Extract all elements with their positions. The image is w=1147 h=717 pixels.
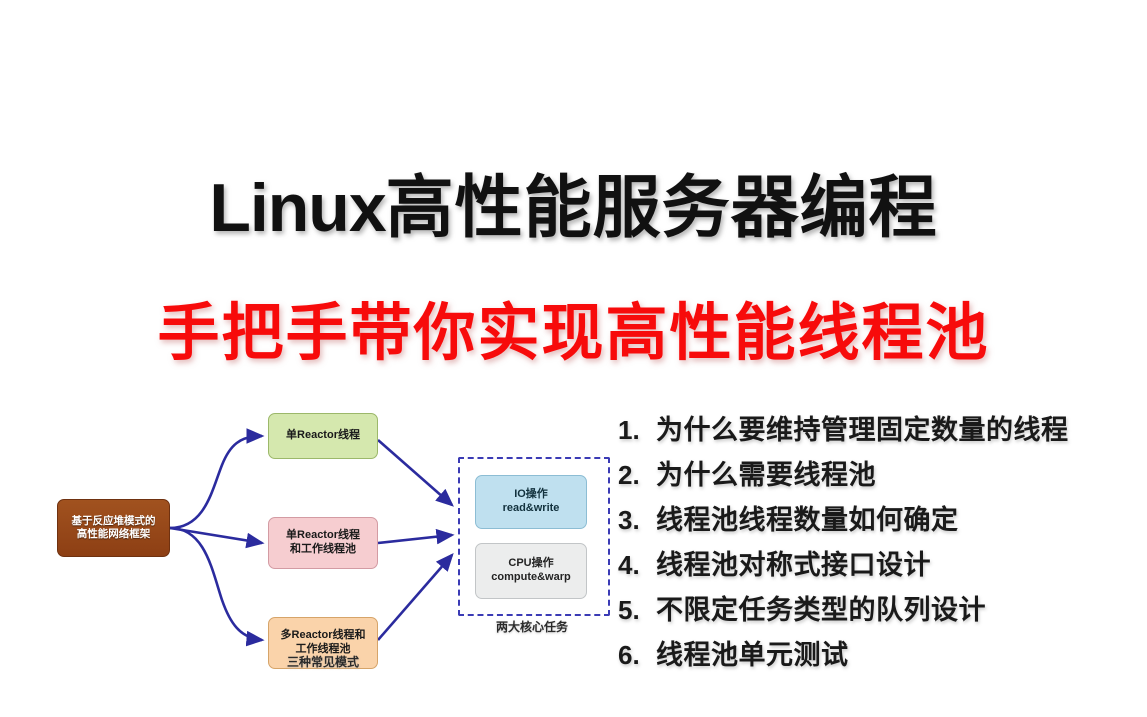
node-single-reactor-worker-pool-line1: 单Reactor线程 <box>286 529 360 542</box>
architecture-diagram: 基于反应堆模式的 高性能网络框架 单Reactor线程 单Reactor线程 和… <box>40 395 620 685</box>
node-io-operation: IO操作 read&write <box>475 475 587 529</box>
node-io-operation-line2: read&write <box>502 502 560 514</box>
core-tasks-group <box>458 457 610 616</box>
list-item-label: 线程池线程数量如何确定 <box>656 505 959 535</box>
node-cpu-operation-line2: compute&warp <box>491 571 571 583</box>
node-multi-reactor-worker-pool-line2: 工作线程池 <box>295 643 351 655</box>
list-item-number: 5. <box>618 595 640 625</box>
list-item: 2. 为什么需要线程池 <box>618 453 1138 498</box>
node-io-operation-line1: IO操作 <box>514 488 548 501</box>
node-single-reactor-thread: 单Reactor线程 <box>268 413 378 459</box>
list-item: 5. 不限定任务类型的队列设计 <box>618 588 1138 633</box>
list-item: 6. 线程池单元测试 <box>618 633 1138 678</box>
caption-two-core-tasks: 两大核心任务 <box>495 620 568 634</box>
connector-multi-reactor-pool-to-tasks <box>377 553 454 641</box>
node-multi-reactor-worker-pool: 多Reactor线程和 工作线程池 <box>268 617 378 669</box>
list-item-label: 线程池对称式接口设计 <box>656 550 931 580</box>
list-item-label: 线程池单元测试 <box>656 640 849 670</box>
list-item-number: 4. <box>618 550 640 580</box>
node-cpu-operation-line1: CPU操作 <box>508 557 554 570</box>
connector-single-reactor-to-tasks <box>377 439 454 507</box>
list-item: 3. 线程池线程数量如何确定 <box>618 498 1138 543</box>
caption-three-patterns: 三种常见模式 <box>286 655 359 669</box>
node-single-reactor-worker-pool-line2: 和工作线程池 <box>290 543 356 555</box>
list-item-number: 6. <box>618 640 640 670</box>
list-item: 4. 线程池对称式接口设计 <box>618 543 1138 588</box>
list-item-number: 2. <box>618 460 640 490</box>
list-item-label: 不限定任务类型的队列设计 <box>656 595 986 625</box>
page-subtitle: 手把手带你实现高性能线程池 <box>157 299 990 368</box>
node-reactor-framework-line2: 高性能网络框架 <box>76 528 151 540</box>
diagram-connectors <box>169 428 455 647</box>
node-multi-reactor-worker-pool-line1: 多Reactor线程和 <box>280 629 366 642</box>
list-item-number: 1. <box>618 415 640 445</box>
node-single-reactor-worker-pool: 单Reactor线程 和工作线程池 <box>268 517 378 569</box>
connector-single-reactor-pool-to-tasks <box>377 528 455 545</box>
connector-root-to-multi-reactor-pool <box>169 526 265 647</box>
page-title: Linux高性能服务器编程 <box>0 152 1147 251</box>
node-reactor-framework-line1: 基于反应堆模式的 <box>71 514 156 527</box>
list-item-number: 3. <box>618 505 640 535</box>
list-item: 1. 为什么要维持管理固定数量的线程 <box>618 408 1138 453</box>
connector-root-to-single-reactor <box>169 428 265 530</box>
page-title-latin: Linux <box>209 170 386 246</box>
page-title-cjk: 高性能服务器编程 <box>385 170 938 246</box>
agenda-list: 1. 为什么要维持管理固定数量的线程 2. 为什么需要线程池 3. 线程池线程数… <box>618 408 1138 678</box>
node-single-reactor-thread-line1: 单Reactor线程 <box>286 429 360 442</box>
list-item-label: 为什么要维持管理固定数量的线程 <box>656 415 1069 445</box>
node-reactor-framework: 基于反应堆模式的 高性能网络框架 <box>57 499 170 557</box>
node-cpu-operation: CPU操作 compute&warp <box>475 543 587 599</box>
list-item-label: 为什么需要线程池 <box>656 460 876 490</box>
